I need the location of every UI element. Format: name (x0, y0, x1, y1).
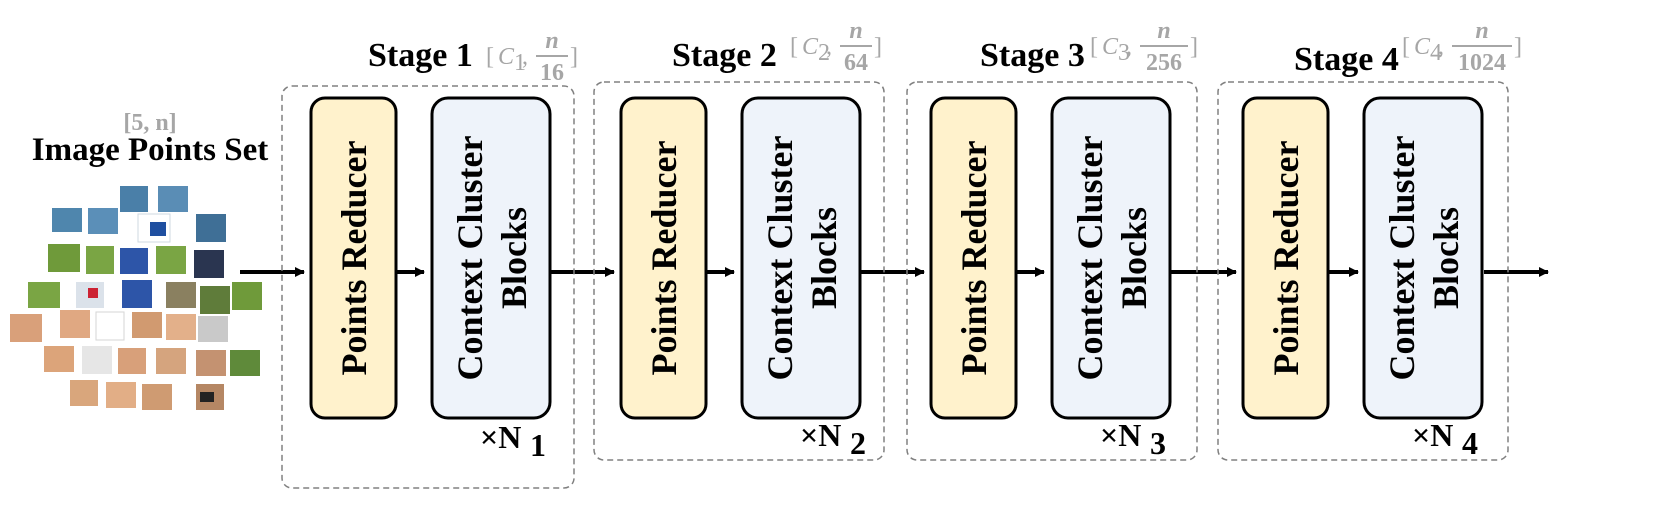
svg-text:1: 1 (530, 427, 546, 463)
svg-text:4: 4 (1462, 425, 1478, 461)
stage-3-dims: [ C 3 , n 256 ] (1090, 18, 1198, 76)
stage-1-dims: [ C 1 , n 16 ] (486, 28, 578, 86)
input-section: [5, n] Image Points Set (10, 110, 268, 410)
stage-2-context-cluster-blocks (740, 96, 862, 420)
svg-text:×N: ×N (1100, 417, 1141, 453)
stage-1-title: Stage 1 (368, 37, 473, 74)
stage-2-points-reducer (619, 96, 708, 420)
svg-text:1: 1 (514, 50, 526, 76)
stage-4-points-reducer (1241, 96, 1330, 420)
stage-3-frame (906, 81, 1198, 461)
svg-text:C: C (498, 44, 515, 70)
stage-4-context-cluster-blocks (1362, 96, 1484, 420)
stage-3-points-reducer (929, 96, 1018, 420)
image-patches (10, 186, 262, 410)
svg-text:2: 2 (818, 40, 830, 66)
stage-4-cluster-label-line1: Context Cluster (1382, 136, 1422, 381)
stage-1-cluster-label-line1: Context Cluster (450, 136, 490, 381)
stage-2: Stage 2 [ C 2 , n 64 ] Points Reducer Co… (593, 18, 885, 461)
svg-text:[: [ (1090, 34, 1098, 60)
stage-1-reducer-label: Points Reducer (334, 140, 374, 375)
svg-text:]: ] (570, 44, 578, 70)
svg-text:256: 256 (1146, 50, 1182, 76)
svg-text:64: 64 (844, 50, 868, 76)
stage-4: Stage 4 [ C 4 , n 1024 ] Points Reducer … (1217, 18, 1522, 461)
stage-2-cluster-label-line2: Blocks (804, 207, 844, 309)
svg-text:n: n (545, 28, 558, 54)
svg-text:n: n (1157, 18, 1170, 44)
stage-4-title: Stage 4 (1294, 41, 1399, 78)
stage-4-cluster-label-line2: Blocks (1426, 207, 1466, 309)
stage-3-title: Stage 3 (980, 37, 1085, 74)
stage-3-context-cluster-blocks (1050, 96, 1172, 420)
svg-text:3: 3 (1150, 425, 1166, 461)
stage-1-cluster-label-line2: Blocks (494, 207, 534, 309)
svg-text:3: 3 (1118, 40, 1130, 66)
svg-text:×N: ×N (480, 419, 521, 455)
stage-1-repeat: ×N 1 (480, 419, 546, 463)
stage-3-reducer-label: Points Reducer (954, 140, 994, 375)
svg-text:×N: ×N (800, 417, 841, 453)
svg-text:C: C (1414, 34, 1431, 60)
svg-text:[: [ (486, 44, 494, 70)
svg-text:,: , (522, 44, 528, 70)
svg-text:4: 4 (1430, 40, 1442, 66)
svg-text:,: , (826, 34, 832, 60)
stage-1: Stage 1 [ C 1 , n 16 ] Points Reducer Co… (281, 28, 578, 489)
stage-1-frame (281, 85, 575, 489)
stage-2-cluster-label-line1: Context Cluster (760, 136, 800, 381)
svg-text:n: n (849, 18, 862, 44)
stage-4-reducer-label: Points Reducer (1266, 140, 1306, 375)
svg-text:×N: ×N (1412, 417, 1453, 453)
stage-4-frame (1217, 81, 1509, 461)
stage-2-title: Stage 2 (672, 37, 777, 74)
stage-3-repeat: ×N 3 (1100, 417, 1166, 461)
stage-4-dims: [ C 4 , n 1024 ] (1402, 18, 1522, 76)
stage-3: Stage 3 [ C 3 , n 256 ] Points Reducer C… (906, 18, 1198, 461)
svg-text:]: ] (874, 34, 882, 60)
stage-1-points-reducer (309, 96, 398, 420)
svg-text:[: [ (790, 34, 798, 60)
input-shape-label: [5, n] (123, 110, 176, 136)
stage-3-cluster-label-line2: Blocks (1114, 207, 1154, 309)
svg-text:,: , (1438, 34, 1444, 60)
stage-3-cluster-label-line1: Context Cluster (1070, 136, 1110, 381)
svg-text:16: 16 (540, 60, 564, 86)
stage-2-reducer-label: Points Reducer (644, 140, 684, 375)
svg-text:C: C (802, 34, 819, 60)
svg-text:[: [ (1402, 34, 1410, 60)
stage-2-dims: [ C 2 , n 64 ] (790, 18, 882, 76)
svg-text:]: ] (1514, 34, 1522, 60)
svg-text:]: ] (1190, 34, 1198, 60)
input-title: Image Points Set (32, 132, 268, 168)
svg-text:1024: 1024 (1458, 50, 1506, 76)
stage-4-repeat: ×N 4 (1412, 417, 1478, 461)
stage-2-frame (593, 81, 885, 461)
svg-text:n: n (1475, 18, 1488, 44)
stage-2-repeat: ×N 2 (800, 417, 866, 461)
svg-text:C: C (1102, 34, 1119, 60)
svg-text:2: 2 (850, 425, 866, 461)
stage-1-context-cluster-blocks (430, 96, 552, 420)
svg-text:,: , (1126, 34, 1132, 60)
